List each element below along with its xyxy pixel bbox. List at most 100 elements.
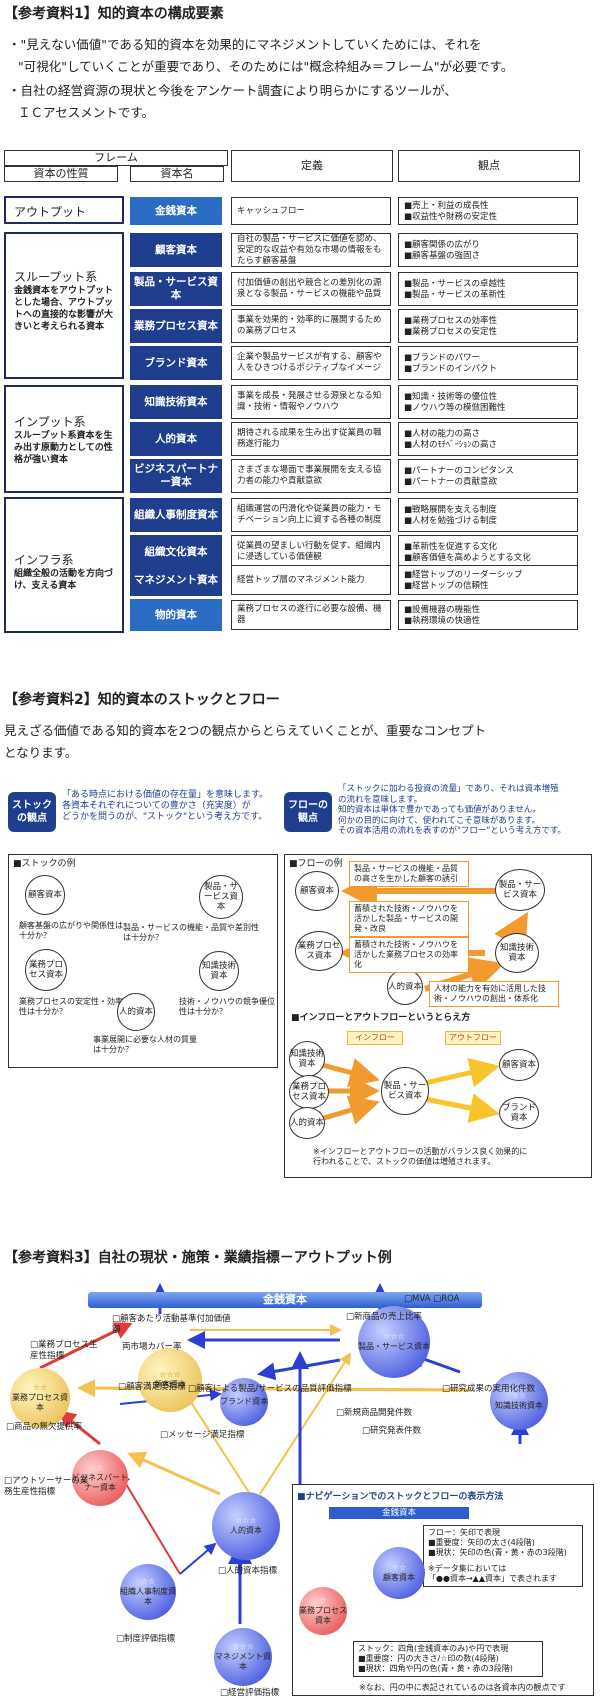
section-3: 【参考資料3】自社の現状・施策・業績指標－アウトプット例 金銭資本 □MVA □… [0,1244,600,1700]
nature-header: 資本の性質 [4,166,118,182]
sphere-label: 業務プロセス資本 [12,1393,68,1412]
category-title: インプット系 [14,415,86,429]
capital-name: 製品・サービス資本 [130,272,222,306]
indicator: □研究成果の実用化件数 [442,1384,536,1394]
legend-process-sphere: ☆業務プロセス資本 [299,1587,347,1635]
flow-desc-line: その資本活用の流れを表すのが"フロー"という考え方です。 [338,826,566,836]
stock-circle: 知識技術資本 [199,951,239,991]
indicator: □商品の無欠提供率 [6,1422,83,1432]
viewpoint-line: ■ノウハウ等の模倣困難性 [404,403,506,413]
viewpoint-line: ■人材の能力の高さ [404,429,481,439]
capital-viewpoint: ■設備機器の機能性■執務環境の快適性 [398,600,578,630]
capital-name: 物的資本 [130,599,222,631]
capital-name: 組織文化資本 [130,535,222,569]
capital-name: マネジメント資本 [130,564,222,596]
viewpoint-line: ■製品・サービスの卓越性 [404,279,506,289]
capital-name: 人的資本 [130,422,222,456]
capital-viewpoint: ■経営トップのリーダーシップ■経営トップの信頼性 [398,565,578,595]
bullet-line-1: ・"見えない価値"である知的資本を効果的にマネジメントしていくためには、それを [8,37,482,52]
category-description: スループット系資本を生み出す原動力としての性格が強い資本 [14,431,113,465]
flow-description: 「ストックに加わる投資の流量」であり、それは資本増殖 の流れを意味します。 知的… [338,784,600,837]
indicator: □アウトソーサーの業務生産性指標 [4,1476,89,1497]
category-throughput: スループット系 金銭資本をアウトプットとした場合、アウトプットへの直接的な影響が… [4,232,124,379]
flow-tag: フローの観点 [284,792,332,832]
capital-viewpoint: ■売上・利益の成長性■収益性や財務の安定性 [398,197,578,225]
stock-question: 技術・ノウハウの競争優位性は十分か？ [179,997,275,1016]
viewpoint-line: ■戦略展開を支える制度 [404,505,497,515]
flow-circle: 人的資本 [387,969,423,1005]
indicator: □顧客あたり活動基準付加価値額 [112,1314,231,1335]
capital-definition: 事業を成長・発展させる源泉となる知識・技術・情報やノウハウ [231,385,391,419]
flow-circle: 製品・サービス資本 [495,869,545,911]
sphere-label: 顧客資本 [154,1380,186,1389]
viewpoint-line: ■収益性や財務の安定性 [404,212,498,222]
capital-viewpoint: ■革新性を促進する文化■顧客価値を高めようとする文化 [398,535,578,569]
section-2-title: 【参考資料2】知的資本のストックとフロー [4,692,280,708]
legend-line: ■重要度：矢印の太さ(4段階) [428,1538,535,1547]
capital-definition: 期待される成果を生み出す従業員の職務遂行能力 [231,422,391,456]
legend-stock-box: ストック：四角(金銭資本のみ)や円で表現 ■重要度：円の大きさ/☆印の数(4段階… [353,1641,543,1677]
category-title: スループット系 [14,270,98,284]
sphere-label: 知識技術資本 [495,1401,543,1410]
knowledge-tech-capital-sphere: ☆☆知識技術資本 [490,1372,548,1430]
legend-footer: ※なお、円の中に表記されているのは各資本内の観点です [359,1683,566,1692]
human-capital-sphere: ☆☆☆人的資本 [212,1492,280,1560]
sphere-label: 業務プロセス資本 [299,1606,347,1625]
inflow-label: インフロー [347,1031,403,1045]
flow-panel: ■フローの例 顧客資本 製品・サービス資本 業務プロセス資本 知識技術資本 人的… [284,854,592,1178]
flow-desc-line: の流れを意味します。 [338,794,423,805]
brand-capital-sphere: ブランド資本 [220,1378,268,1426]
capital-name: 組織人事制度資本 [130,498,222,532]
viewpoint-line: ■経営トップの信頼性 [404,581,489,591]
sphere-label: ビジネスパートナー資本 [72,1473,128,1492]
viewpoint-line: ■製品・サービスの革新性 [404,290,506,300]
business-partner-capital-sphere: ☆ビジネスパートナー資本 [72,1450,128,1506]
inout-left-circle: 業務プロセス資本 [289,1075,329,1109]
viewpoint-line: ■経営トップのリーダーシップ [404,570,523,580]
stock-circle: 業務プロセス資本 [25,949,67,991]
stock-panel: ■ストックの例 顧客資本 顧客基盤の広がりや関係性は十分か？ 製品・サービス資本… [8,854,278,1068]
inout-title: ■インフローとアウトフローというとらえ方 [291,1013,471,1023]
legend-money-bar: 金銭資本 [329,1507,469,1519]
indicator: □業務プロセス生産性指標 [30,1340,98,1361]
inout-note-line: 行われることで、ストックの価値は増殖されます。 [313,1157,496,1166]
inout-right-circle: ブランド資本 [499,1097,539,1129]
capital-definition: 業務プロセスの遂行に必要な設備、機器 [231,600,391,630]
capital-definition: さまざまな場面で事業展開を支える協力者の能力や貢献意欲 [231,459,391,493]
management-capital-sphere: ☆☆☆マネジメント資本 [214,1628,272,1686]
capital-name: 顧客資本 [130,233,222,267]
viewpoint-line: ■ブランドのパワー [404,353,481,363]
capital-viewpoint: ■顧客関係の広がり■顧客基盤の強固さ [398,233,578,267]
viewpoint-line: ■売上・利益の成長性 [404,201,489,211]
stock-question: 事業展開に必要な人材の質量は十分か？ [93,1035,197,1054]
org-hr-system-capital-sphere: ☆☆組織人事制度資本 [120,1564,176,1620]
viewpoint-line: ■人材を勉強づける制度 [404,516,498,526]
capital-definition: 事業を効果的・効率的に展開するための業務プロセス [231,309,391,343]
viewpoint-line: ■ブランドのインパクト [404,364,498,374]
sphere-label: マネジメント資本 [215,1652,271,1671]
viewpoint-line: ■業務プロセスの効率性 [404,316,498,326]
capital-viewpoint: ■パートナーのコンピタンス■パートナーの貢献意欲 [398,459,578,493]
flow-circle: 顧客資本 [295,871,339,911]
stock-tag: ストックの観点 [8,792,56,832]
stock-circle: 製品・サービス資本 [199,875,243,919]
legend-line: 「●●資本→▲▲資本」で表されます [428,1574,557,1583]
inout-left-circle: 人的資本 [289,1107,325,1139]
indicator: 両市場カバー率 [122,1342,182,1352]
capital-viewpoint: ■戦略展開を支える制度■人材を勉強づける制度 [398,498,578,532]
product-service-capital-sphere: ☆☆☆製品・サービス資本 [358,1306,430,1378]
inout-center-circle: 製品・サービス資本 [381,1067,429,1115]
sphere-label: 人的資本 [230,1526,262,1535]
indicator: □制度評価指標 [116,1634,176,1644]
indicator: □顧客による製品/サービスの品質評価指標 [188,1384,352,1394]
legend-line: ストック：四角(金銭資本のみ)や円で表現 [358,1644,509,1653]
legend-line: ■重要度：円の大きさ/☆印の数(4段階) [358,1654,499,1663]
stock-desc-line: 各資本それぞれについての豊かさ（充実度）が [62,801,251,811]
category-description: 金銭資本をアウトプットとした場合、アウトプットへの直接的な影響が大きいと考えられ… [14,286,114,332]
flow-desc-line: 「ストックに加わる投資の流量」であり、それは資本増殖 [338,784,559,794]
bullet-line-2: "可視化"していくことが重要であり、そのためには"概念枠組み＝フレーム"が必要で… [18,59,514,74]
inout-left-circle: 知識技術資本 [289,1041,325,1077]
viewpoint-line: ■パートナーのコンピタンス [404,466,514,476]
category-output: アウトプット [4,196,124,224]
viewpoint-line: ■設備機器の機能性 [404,605,481,615]
